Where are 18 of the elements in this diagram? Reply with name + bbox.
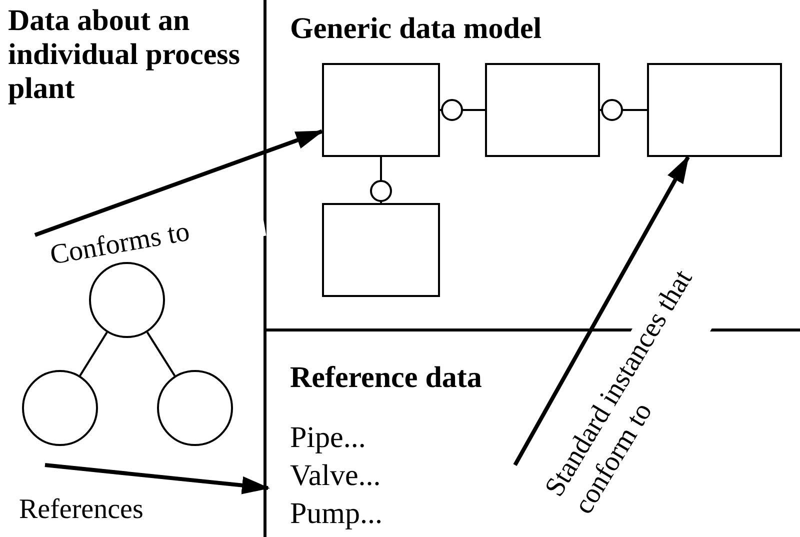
- list-item: Valve...: [290, 459, 382, 493]
- entity-box: [322, 63, 440, 157]
- association-line: [370, 157, 392, 203]
- heading: Data about an individual process plant: [8, 4, 242, 106]
- list-item: Pipe...: [290, 421, 367, 455]
- entity-box: [485, 63, 600, 157]
- tree-line: [146, 332, 176, 376]
- entity-box: [322, 203, 440, 297]
- arrow: [34, 129, 324, 237]
- association-line: [440, 99, 485, 121]
- arrow: [513, 155, 690, 466]
- heading: Generic data model: [290, 12, 543, 46]
- association-line: [600, 99, 647, 121]
- entity-box: [647, 63, 782, 157]
- list-item: Pump...: [290, 497, 384, 531]
- heading: Reference data: [290, 361, 483, 395]
- arrow: [44, 463, 270, 494]
- tree-line: [79, 332, 108, 376]
